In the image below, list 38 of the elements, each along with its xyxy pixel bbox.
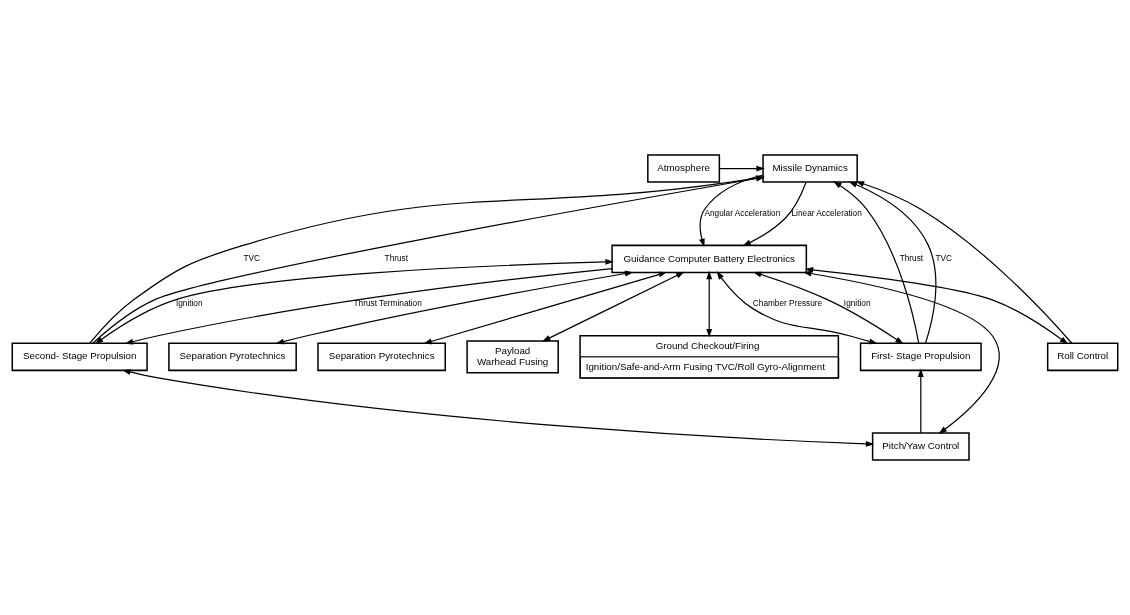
arrow: [716, 271, 878, 345]
edge-label: Thrust: [384, 254, 409, 264]
arrow: [917, 368, 924, 434]
arrow: [753, 271, 904, 345]
edge-label: Linear Acceleration: [791, 208, 862, 218]
node-box: Atmosphere: [647, 154, 721, 183]
node-box: Payload Warhead Fusing: [466, 340, 559, 374]
node-box: Roll Control: [1046, 342, 1119, 372]
edge-label: Ignition: [175, 299, 203, 309]
arrow: [742, 181, 807, 247]
edge-label: TVC: [243, 254, 261, 264]
node-box: Missile Dynamics: [762, 154, 858, 183]
arrow: [706, 270, 713, 338]
node-box: Pitch/Yaw Control: [871, 432, 970, 461]
arrow: [124, 268, 613, 345]
node-box: Separation Pyrotechnics: [317, 342, 447, 372]
arrow: [423, 271, 668, 345]
edge-label: Thrust: [899, 254, 924, 264]
arrow: [833, 181, 920, 344]
arrow: [699, 174, 764, 248]
arrow: [855, 181, 1073, 344]
edge-label: Angular Acceleration: [704, 208, 781, 218]
edge-label: Ignition: [843, 299, 871, 309]
node-box: First- Stage Propulsion: [859, 342, 982, 372]
arrow: [718, 165, 765, 172]
edge-label: Chamber Pressure: [752, 299, 823, 309]
node-box: Second- Stage Propulsion: [11, 342, 148, 372]
arrow: [94, 258, 614, 345]
edge-label: TVC: [935, 254, 953, 264]
node-box: Separation Pyrotechnics: [168, 342, 297, 372]
arrow: [542, 271, 685, 342]
arrow: [804, 266, 1069, 345]
arrow: [848, 181, 937, 344]
arrow: [803, 270, 1000, 434]
arrow: [275, 270, 634, 345]
edge-label: Thrust Termination: [353, 299, 422, 309]
node-box: Guidance Computer Battery Electronics: [611, 244, 808, 274]
arrow: [122, 369, 875, 447]
